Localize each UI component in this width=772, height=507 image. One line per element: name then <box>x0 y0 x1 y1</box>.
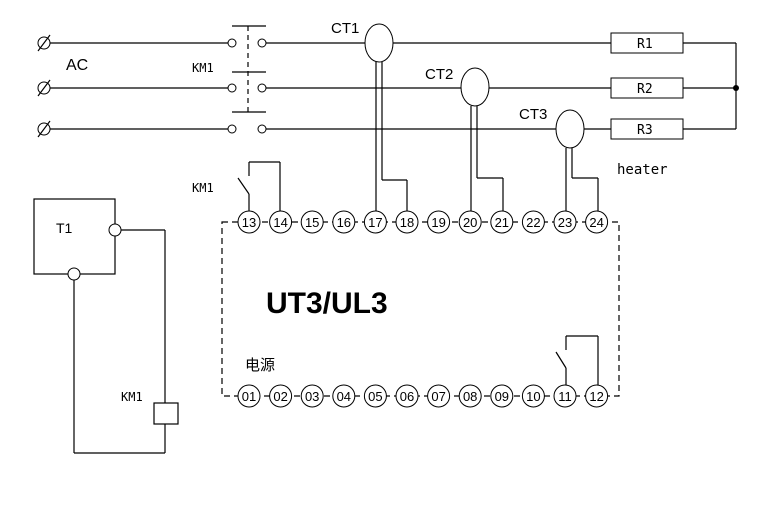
bottom-terminal-01: 01 <box>237 384 261 408</box>
resistor-r1: R1 <box>610 32 684 54</box>
ac-terminal-2 <box>37 79 51 97</box>
bottom-terminal-label: 01 <box>242 389 256 404</box>
top-terminal-17: 17 <box>363 210 387 234</box>
top-terminal-21: 21 <box>490 210 514 234</box>
bottom-terminal-10: 10 <box>521 384 545 408</box>
top-terminal-24: 24 <box>585 210 609 234</box>
bottom-terminal-06: 06 <box>395 384 419 408</box>
top-terminal-20: 20 <box>458 210 482 234</box>
ct3-label: CT3 <box>519 106 547 123</box>
bottom-terminal-label: 12 <box>589 389 603 404</box>
top-terminal-14: 14 <box>269 210 293 234</box>
bottom-terminal-label: 04 <box>337 389 351 404</box>
ac-label: AC <box>66 57 88 74</box>
km1-aux-label: KM1 <box>192 181 214 195</box>
resistor-r2: R2 <box>610 77 684 99</box>
top-terminal-label: 18 <box>400 215 414 230</box>
top-terminal-19: 19 <box>427 210 451 234</box>
ct1-label: CT1 <box>331 20 359 37</box>
ct1-symbol <box>364 23 408 211</box>
top-terminal-label: 22 <box>526 215 540 230</box>
power-label: 电源 <box>245 357 275 374</box>
top-terminal-label: 13 <box>242 215 256 230</box>
top-terminal-label: 20 <box>463 215 477 230</box>
bottom-terminal-label: 02 <box>273 389 287 404</box>
output-relay-contact <box>555 335 599 385</box>
r3-label: R3 <box>637 123 653 138</box>
bottom-terminal-strip: 01 02 03 04 05 06 07 08 09 10 11 12 <box>237 384 609 408</box>
r2-label: R2 <box>637 82 653 97</box>
bottom-terminal-label: 06 <box>400 389 414 404</box>
top-terminal-label: 17 <box>368 215 382 230</box>
top-terminal-16: 16 <box>332 210 356 234</box>
top-terminal-22: 22 <box>521 210 545 234</box>
resistor-r3: R3 <box>610 118 684 140</box>
t1-label: T1 <box>56 220 73 236</box>
top-terminal-label: 16 <box>337 215 351 230</box>
bottom-terminal-03: 03 <box>300 384 324 408</box>
bottom-terminal-08: 08 <box>458 384 482 408</box>
bottom-terminal-label: 10 <box>526 389 540 404</box>
bottom-terminal-05: 05 <box>363 384 387 408</box>
km1-main-contacts <box>227 25 267 134</box>
km1-contactor-label: KM1 <box>192 61 214 75</box>
r1-label: R1 <box>637 37 653 52</box>
ac-terminal-1 <box>37 34 51 52</box>
km1-aux-contact <box>237 161 281 211</box>
bottom-terminal-12: 12 <box>585 384 609 408</box>
t1-terminal-right <box>108 223 122 237</box>
top-terminal-13: 13 <box>237 210 261 234</box>
star-connection <box>683 42 739 130</box>
km1-coil <box>153 402 179 425</box>
bottom-terminal-label: 07 <box>431 389 445 404</box>
bottom-terminal-label: 11 <box>558 389 572 404</box>
top-terminal-label: 14 <box>273 215 287 230</box>
transformer-t1 <box>33 198 116 275</box>
ct2-label: CT2 <box>425 66 453 83</box>
bottom-terminal-04: 04 <box>332 384 356 408</box>
ct3-symbol <box>555 109 599 211</box>
top-terminal-23: 23 <box>553 210 577 234</box>
ct2-symbol <box>460 67 504 211</box>
bottom-terminal-02: 02 <box>269 384 293 408</box>
heater-label: heater <box>617 162 668 178</box>
bottom-terminal-07: 07 <box>427 384 451 408</box>
bottom-terminal-11: 11 <box>553 384 577 408</box>
top-terminal-15: 15 <box>300 210 324 234</box>
bottom-terminal-09: 09 <box>490 384 514 408</box>
device-enclosure <box>221 221 620 397</box>
top-terminal-label: 23 <box>558 215 572 230</box>
top-terminal-label: 19 <box>431 215 445 230</box>
bottom-terminal-label: 03 <box>305 389 319 404</box>
top-terminal-label: 15 <box>305 215 319 230</box>
top-terminal-strip: 13 14 15 16 17 18 19 20 21 22 23 24 <box>237 210 609 234</box>
top-terminal-18: 18 <box>395 210 419 234</box>
km1-coil-label: KM1 <box>121 390 143 404</box>
bottom-terminal-label: 09 <box>495 389 509 404</box>
t1-terminal-bottom <box>67 267 81 281</box>
ac-terminal-3 <box>37 120 51 138</box>
top-terminal-label: 24 <box>589 215 603 230</box>
device-name: UT3/UL3 <box>266 287 388 320</box>
t1-coil-circuit <box>73 229 166 454</box>
bottom-terminal-label: 05 <box>368 389 382 404</box>
top-terminal-label: 21 <box>495 215 509 230</box>
bottom-terminal-label: 08 <box>463 389 477 404</box>
